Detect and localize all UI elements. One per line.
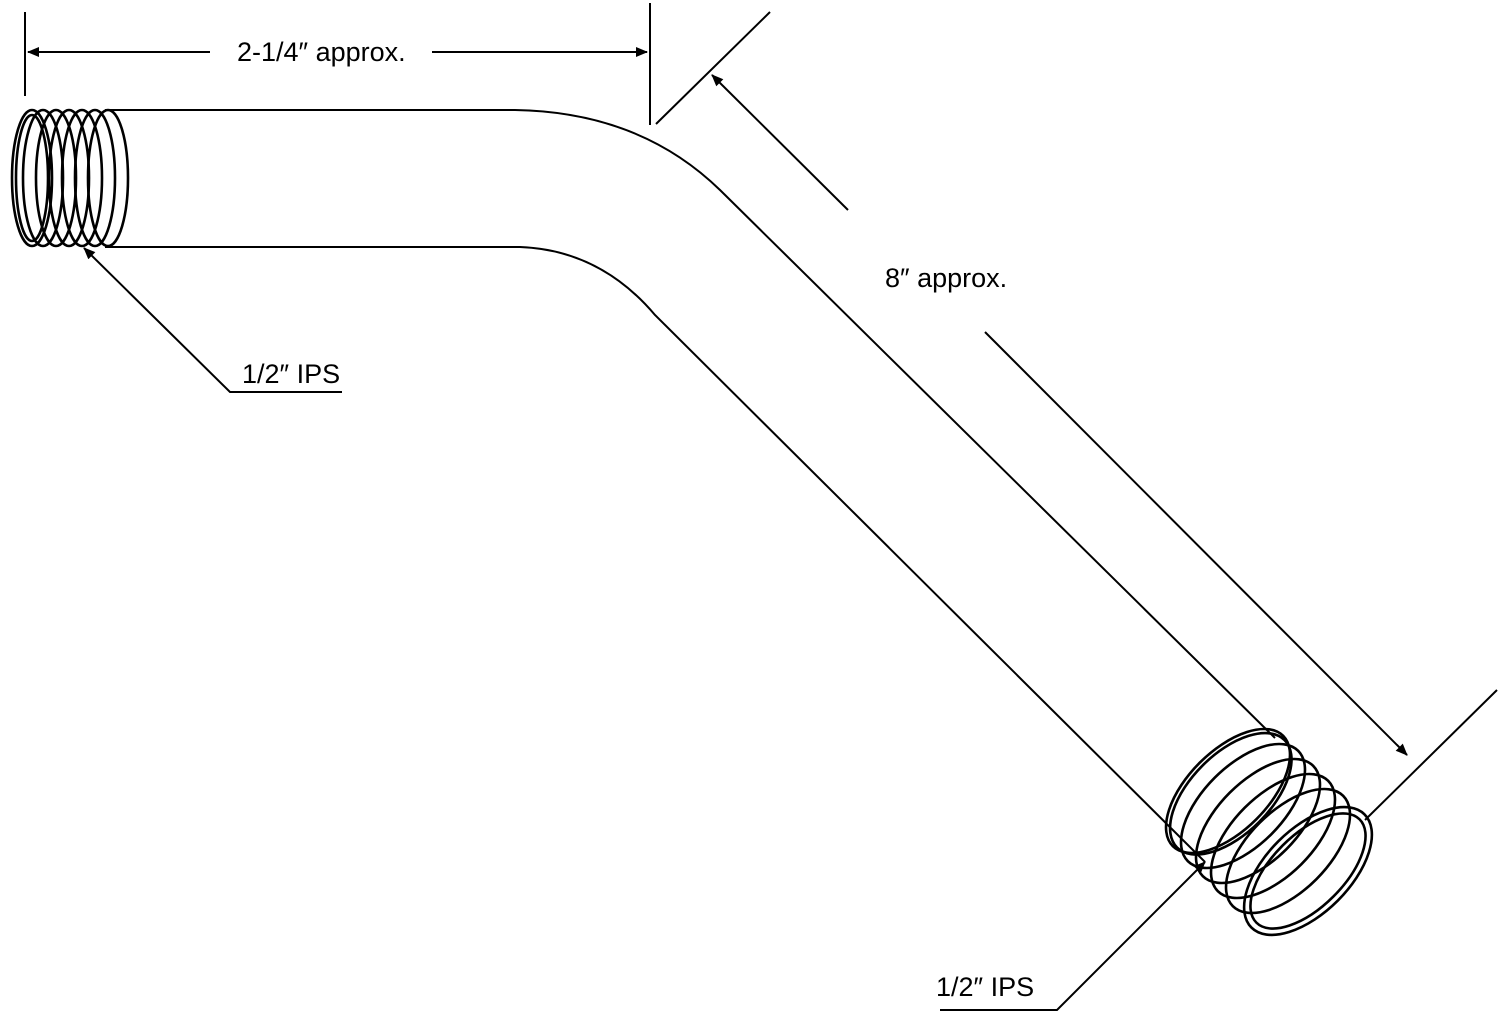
outlet-threaded-end <box>1164 727 1374 937</box>
inlet-threaded-end <box>10 108 130 248</box>
width-dimension <box>24 3 651 125</box>
inlet-thread-label: 1/2″ IPS <box>242 359 340 389</box>
outlet-thread-label: 1/2″ IPS <box>936 972 1034 1002</box>
length-dimension-label: 8″ approx. <box>885 263 1007 293</box>
inlet-thread-leader <box>83 247 342 393</box>
outlet-thread-leader <box>940 861 1206 1011</box>
pipe-body <box>105 109 1276 863</box>
length-dimension <box>655 11 1498 821</box>
width-dimension-label: 2-1/4″ approx. <box>237 37 406 67</box>
